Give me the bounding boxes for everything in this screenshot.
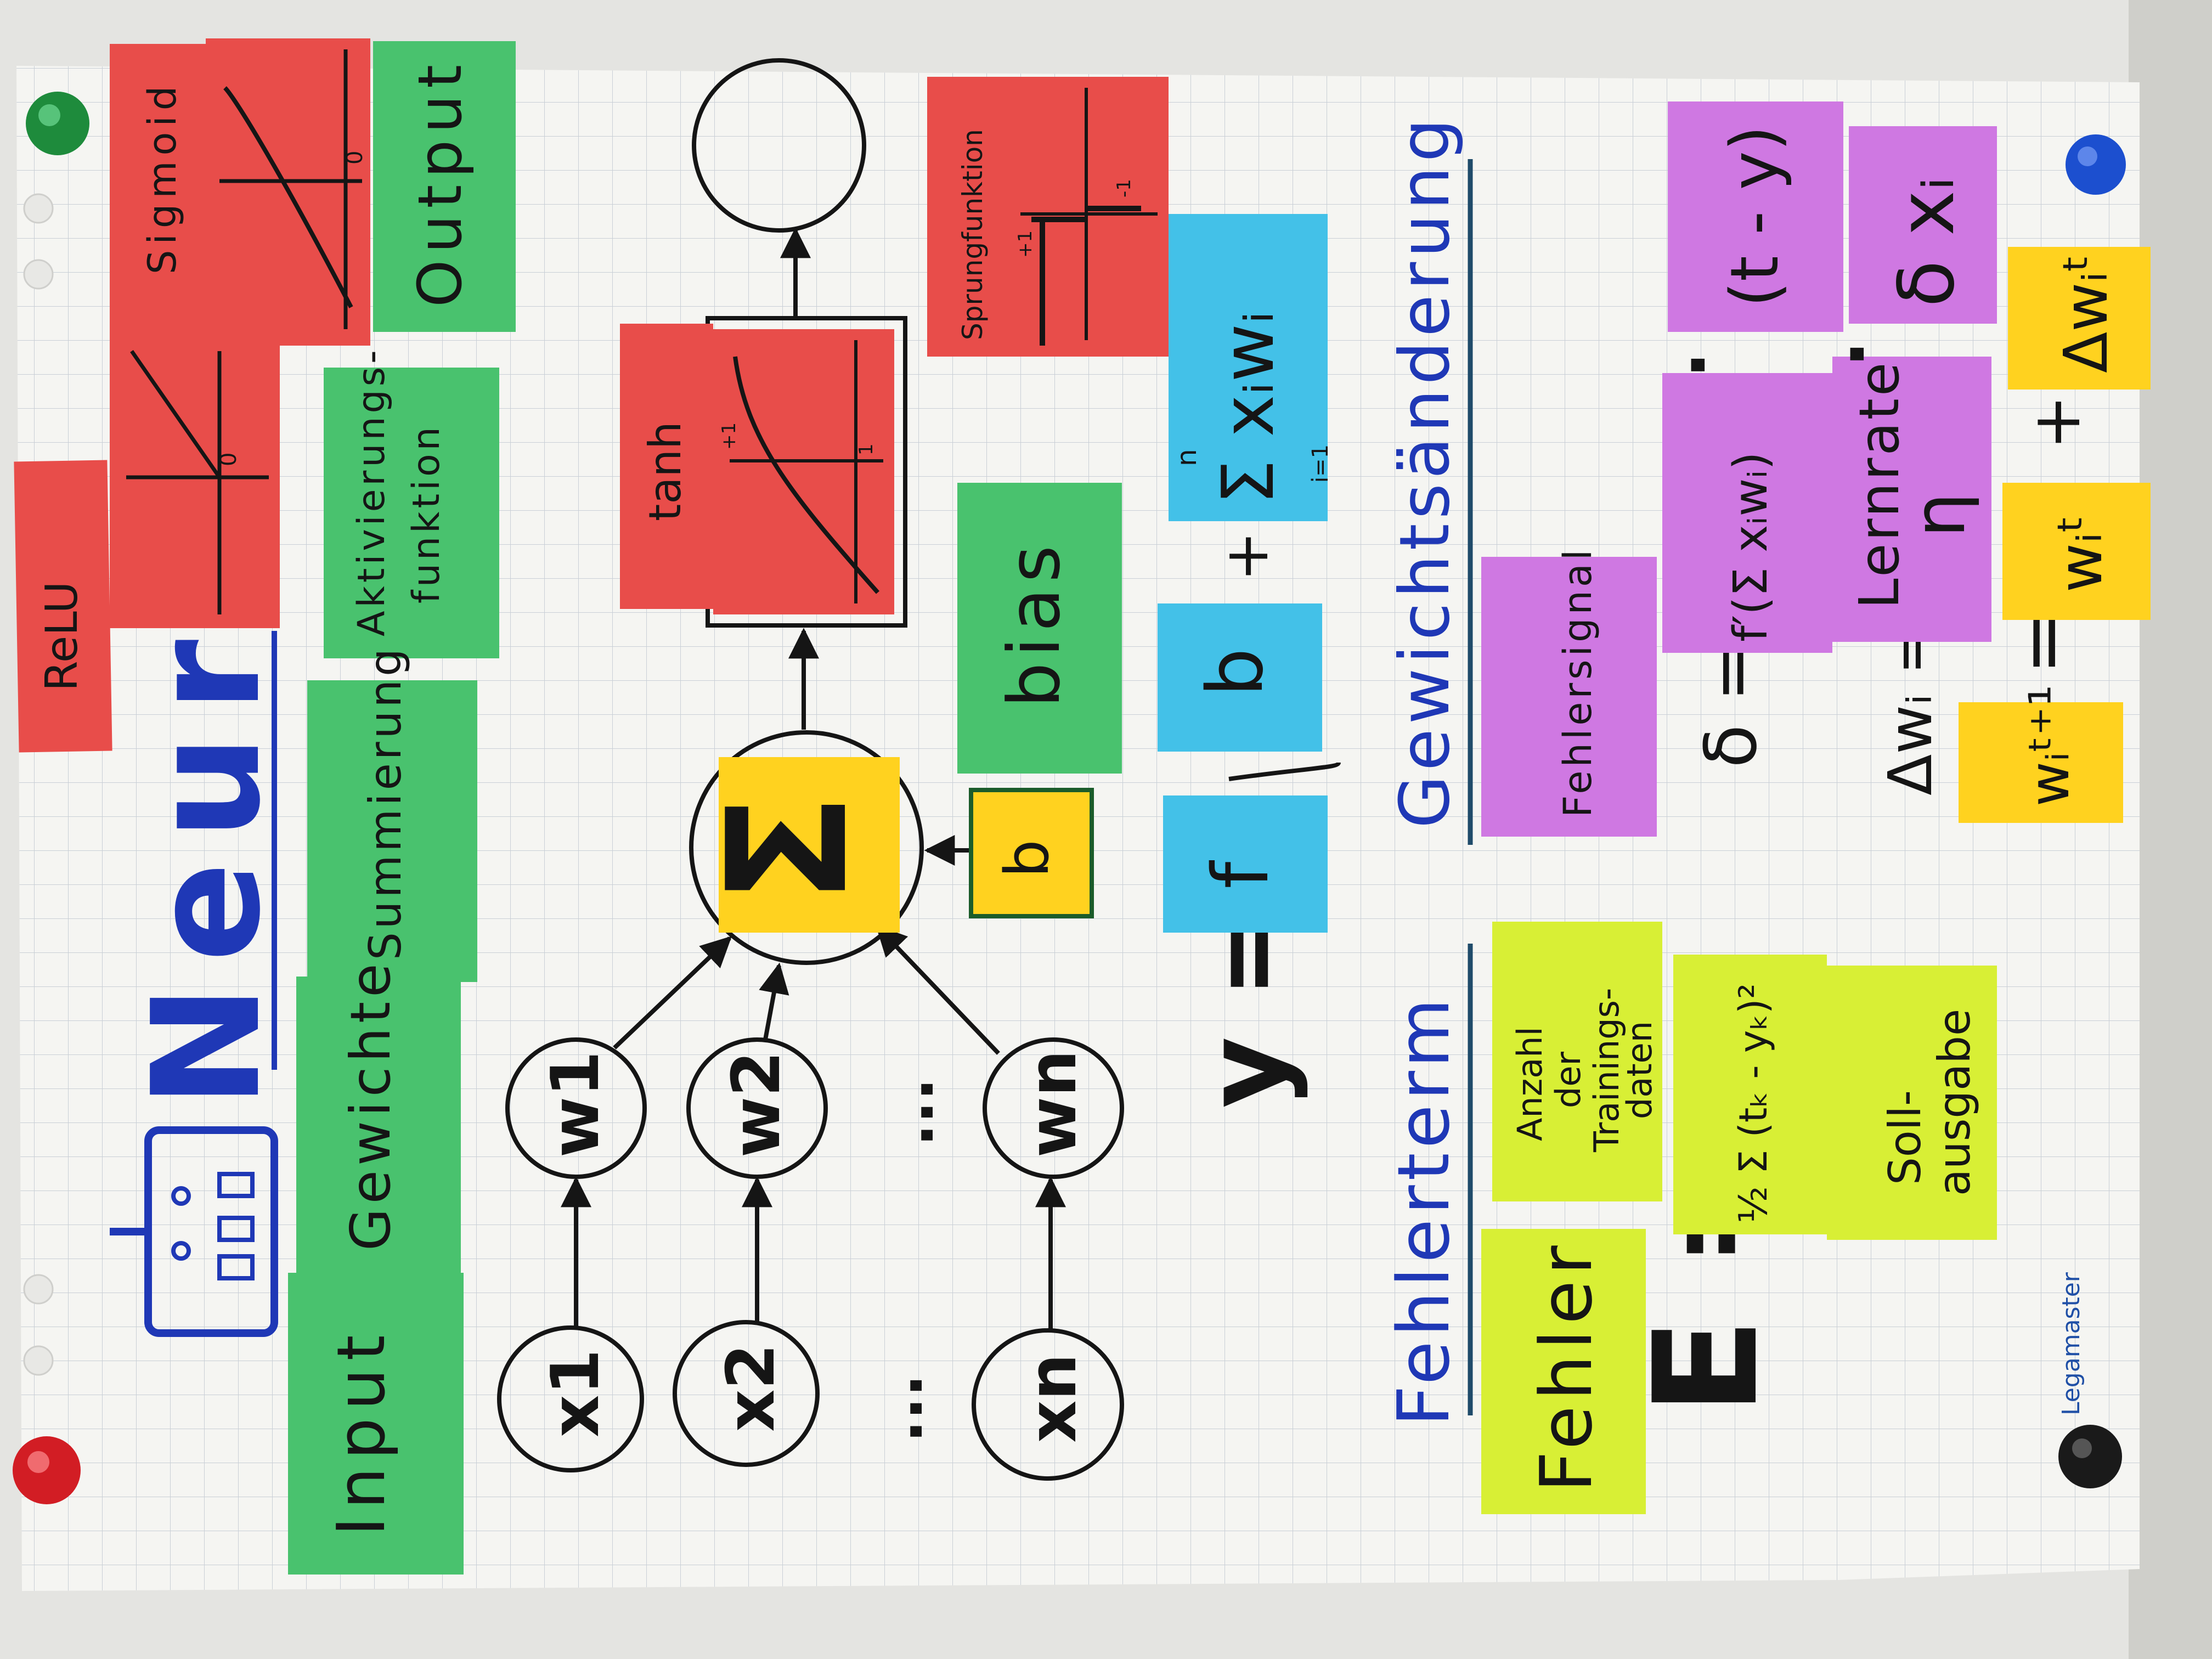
svg-text:δ =: δ = xyxy=(1689,642,1773,768)
svg-text:Output: Output xyxy=(405,58,475,307)
note-sum-symbol: Σ xyxy=(692,757,900,933)
note-input: Input xyxy=(288,1273,464,1575)
note-fehler: Fehler xyxy=(1481,1229,1646,1514)
formula-error: E = ½ Σ (tₖ - yₖ)² Soll- ausgabe xyxy=(1624,955,1997,1415)
svg-text:Summierung: Summierung xyxy=(360,645,411,960)
svg-text:Gewichte: Gewichte xyxy=(338,959,403,1251)
note-sigmoid: Sigmoid xyxy=(110,44,208,340)
svg-text:Fehlersignal: Fehlersignal xyxy=(1555,546,1600,817)
svg-text:f′(Σ xᵢwᵢ): f′(Σ xᵢwᵢ) xyxy=(1724,452,1778,642)
svg-text:ReLU: ReLU xyxy=(36,582,87,691)
input-node-xn xyxy=(972,1328,1124,1481)
push-pin-icon xyxy=(26,92,89,155)
note-relu: ReLU xyxy=(14,460,112,753)
svg-text:·: · xyxy=(1656,352,1740,379)
svg-text:tanh: tanh xyxy=(640,421,691,521)
note-fehlersignal: Fehlersignal xyxy=(1481,546,1657,837)
output-node-y xyxy=(692,58,866,233)
svg-text:Anzahl: Anzahl xyxy=(1510,1026,1550,1141)
note-aktivierungsfunktion: Aktivierungs- funktion xyxy=(324,347,499,658)
svg-text:...: ... xyxy=(866,1374,936,1443)
svg-text:...: ... xyxy=(877,1078,947,1147)
svg-text:y =: y = xyxy=(1182,906,1310,1108)
note-tanh: tanh xyxy=(620,324,713,609)
note-gewichte: Gewichte xyxy=(296,959,461,1273)
svg-text:-1: -1 xyxy=(1113,179,1135,198)
sum-node xyxy=(689,730,924,965)
graph-sigmoid: 0 xyxy=(206,38,370,346)
formula-weight-update: wᵢᵗ⁺¹ = wᵢᵗ + Δwᵢᵗ xyxy=(1959,247,2151,823)
svg-text:wᵢᵗ⁺¹: wᵢᵗ⁺¹ xyxy=(2017,685,2081,806)
note-bias-b: b xyxy=(969,788,1094,918)
svg-text:Input: Input xyxy=(324,1327,400,1536)
svg-text:+1: +1 xyxy=(1014,230,1036,258)
svg-text:η: η xyxy=(1898,493,1981,538)
note-bias: bias xyxy=(957,483,1122,774)
svg-text:Δwᵢᵗ: Δwᵢᵗ xyxy=(2051,254,2121,373)
svg-text:daten: daten xyxy=(1620,1021,1660,1119)
svg-text:x2: x2 xyxy=(713,1344,789,1432)
note-anzahl-trainingsdaten: Anzahl der Trainings- daten xyxy=(1492,922,1662,1201)
svg-text:der: der xyxy=(1548,1052,1588,1109)
push-pin-icon xyxy=(13,1436,81,1504)
svg-text:Aktivierungs-: Aktivierungs- xyxy=(350,347,393,636)
svg-text:0: 0 xyxy=(342,151,368,165)
svg-text:b: b xyxy=(1191,648,1280,697)
graph-sprungfunktion: +1 -1 xyxy=(1004,77,1169,357)
svg-text:xn: xn xyxy=(1015,1353,1091,1443)
svg-text:(t - y): (t - y) xyxy=(1717,126,1793,307)
svg-text:0: 0 xyxy=(216,453,241,466)
brand-label: Legamaster xyxy=(2057,1272,2085,1415)
svg-text:f: f xyxy=(1197,860,1286,889)
push-pin-icon xyxy=(2058,1425,2122,1488)
svg-text:x1: x1 xyxy=(538,1349,614,1437)
svg-text:½ Σ (tₖ - yₖ)²: ½ Σ (tₖ - yₖ)² xyxy=(1731,984,1776,1224)
formula-delta: δ = f′(Σ xᵢwᵢ) · (t - y) xyxy=(1656,101,1843,768)
svg-text:Σ: Σ xyxy=(692,793,884,905)
formula-weight-change: Δwᵢ = Lernrate η · δ xᵢ xyxy=(1815,126,1997,795)
svg-text:i=1: i=1 xyxy=(1308,444,1333,483)
svg-text:δ xᵢ: δ xᵢ xyxy=(1882,177,1972,307)
note-output: Output xyxy=(373,41,516,332)
svg-text:+: + xyxy=(2019,394,2095,450)
svg-text:wn: wn xyxy=(1015,1050,1091,1158)
svg-text:1: 1 xyxy=(855,443,877,455)
svg-text:Trainings-: Trainings- xyxy=(1587,988,1627,1153)
svg-text:Σ xᵢwᵢ: Σ xᵢwᵢ xyxy=(1206,311,1290,505)
svg-text:=: = xyxy=(1997,611,2087,675)
svg-text:w1: w1 xyxy=(538,1051,614,1158)
svg-text:·: · xyxy=(1815,341,1899,368)
note-sprungfunktion: Sprungfunktion xyxy=(927,77,1004,357)
svg-text:n: n xyxy=(1171,449,1203,466)
push-pin-icon xyxy=(2066,134,2126,195)
svg-text:+: + xyxy=(1211,531,1282,582)
svg-text:ausgabe: ausgabe xyxy=(1929,1009,1980,1196)
svg-text:Sigmoid: Sigmoid xyxy=(140,81,185,274)
svg-text:Fehler: Fehler xyxy=(1525,1240,1608,1492)
graph-tanh: +1 1 xyxy=(713,329,894,614)
graph-relu: 0 xyxy=(110,337,280,628)
formula-output: y = f b + Σ xᵢwᵢ n i=1 xyxy=(1158,214,1341,1108)
robot-icon xyxy=(110,1126,278,1337)
node-labels: x1 x2 xn w1 w2 wn ... ... xyxy=(538,1050,1091,1443)
svg-text:Lernrate: Lernrate xyxy=(1847,360,1911,609)
svg-text:+1: +1 xyxy=(718,422,740,450)
svg-text:Sprungfunktion: Sprungfunktion xyxy=(957,129,989,340)
svg-text:b: b xyxy=(992,839,1062,878)
input-node-x1 xyxy=(497,1325,644,1472)
svg-text:w2: w2 xyxy=(719,1051,795,1158)
svg-text:Soll-: Soll- xyxy=(1880,1090,1931,1185)
input-node-x2 xyxy=(673,1320,820,1467)
svg-text:funktion: funktion xyxy=(405,424,448,603)
svg-text:bias: bias xyxy=(992,540,1076,708)
svg-text:wᵢᵗ: wᵢᵗ xyxy=(2045,515,2115,592)
heading-fehlerterm: Fehlerterm xyxy=(1382,994,1465,1426)
neuron-diagram xyxy=(497,58,1124,1481)
svg-text:Δwᵢ =: Δwᵢ = xyxy=(1875,624,1945,795)
note-summierung: Summierung xyxy=(307,645,477,982)
heading-gewichtsaenderung: Gewichtsänderung xyxy=(1385,114,1465,828)
